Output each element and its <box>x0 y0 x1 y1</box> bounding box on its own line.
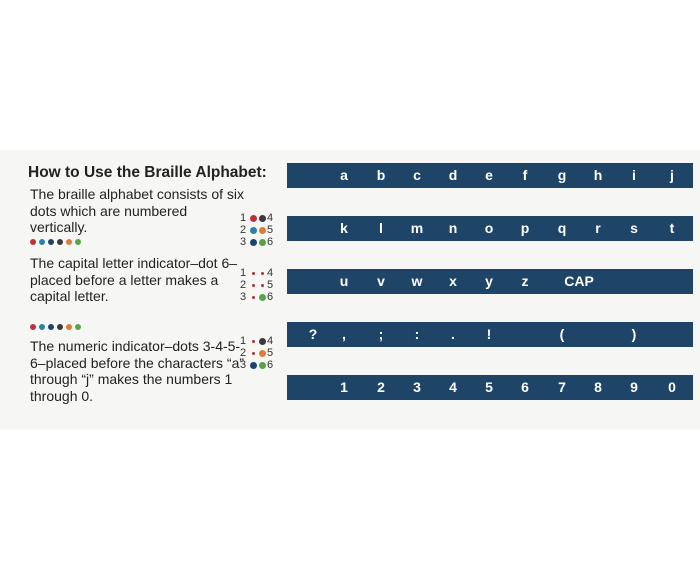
braille-char: z <box>521 273 529 289</box>
color-dot <box>75 324 81 330</box>
color-dot <box>30 324 36 330</box>
braille-char: b <box>376 167 386 183</box>
braille-char: 6 <box>521 379 529 395</box>
braille-char: d <box>448 167 458 183</box>
braille-char: e <box>485 167 493 183</box>
color-dot <box>66 239 72 245</box>
braille-row-a-j: a b c d e f g h i j <box>287 163 693 188</box>
paragraph-intro: The braille alphabet consists of six dot… <box>30 186 244 235</box>
braille-char: 3 <box>413 379 421 395</box>
color-dot <box>39 324 45 330</box>
braille-char: g <box>557 167 567 183</box>
dot-row-2 <box>30 324 81 330</box>
braille-char: m <box>410 220 424 236</box>
braille-char: t <box>669 220 675 236</box>
braille-char: k <box>340 220 348 236</box>
braille-char: 1 <box>340 379 348 395</box>
braille-char: 7 <box>558 379 566 395</box>
braille-char: x <box>449 273 457 289</box>
braille-char: f <box>522 167 528 183</box>
braille-row-u-z-cap: u v w x y z CAP <box>287 269 693 294</box>
braille-char: ; <box>378 326 384 342</box>
braille-char: . <box>451 326 455 342</box>
color-dot <box>57 239 63 245</box>
braille-char: n <box>448 220 458 236</box>
braille-char: j <box>670 167 674 183</box>
braille-row-punctuation: ?,;:.! () <box>287 322 693 347</box>
braille-char: r <box>595 220 601 236</box>
braille-char: s <box>630 220 638 236</box>
braille-char: 2 <box>377 379 385 395</box>
dot-row-1 <box>30 239 81 245</box>
braille-char: h <box>593 167 603 183</box>
braille-char: ! <box>486 326 492 342</box>
braille-char: l <box>379 220 383 236</box>
color-dot <box>39 239 45 245</box>
braille-char: y <box>485 273 493 289</box>
braille-char: 0 <box>668 379 676 395</box>
color-dot <box>75 239 81 245</box>
braille-char: 9 <box>630 379 638 395</box>
braille-char: 4 <box>449 379 457 395</box>
braille-char: p <box>520 220 530 236</box>
braille-char: w <box>411 273 423 289</box>
braille-char: c <box>413 167 421 183</box>
braille-char: q <box>557 220 567 236</box>
braille-char: o <box>484 220 494 236</box>
braille-char: ? <box>308 326 318 342</box>
page-title: How to Use the Braille Alphabet: <box>28 164 267 181</box>
braille-char: : <box>414 326 420 342</box>
color-dot <box>30 239 36 245</box>
braille-char: a <box>340 167 348 183</box>
braille-char: , <box>342 326 346 342</box>
braille-char: 8 <box>594 379 602 395</box>
color-dot <box>48 239 54 245</box>
color-dot <box>48 324 54 330</box>
braille-char: ) <box>631 326 637 342</box>
braille-char: CAP <box>564 273 594 289</box>
braille-char: 5 <box>485 379 493 395</box>
braille-char: i <box>632 167 636 183</box>
paragraph-numeric: The numeric indicator–dots 3-4-5-6–place… <box>30 338 245 404</box>
braille-row-numbers: 1 2 3 4 5 6 7 8 9 0 <box>287 375 693 400</box>
paragraph-capital: The capital letter indicator–dot 6–place… <box>30 255 238 304</box>
braille-char: u <box>339 273 349 289</box>
braille-char: v <box>377 273 385 289</box>
color-dot <box>66 324 72 330</box>
color-dot <box>57 324 63 330</box>
braille-row-k-t: k l m n o p q r s t <box>287 216 693 241</box>
braille-char: ( <box>559 326 565 342</box>
